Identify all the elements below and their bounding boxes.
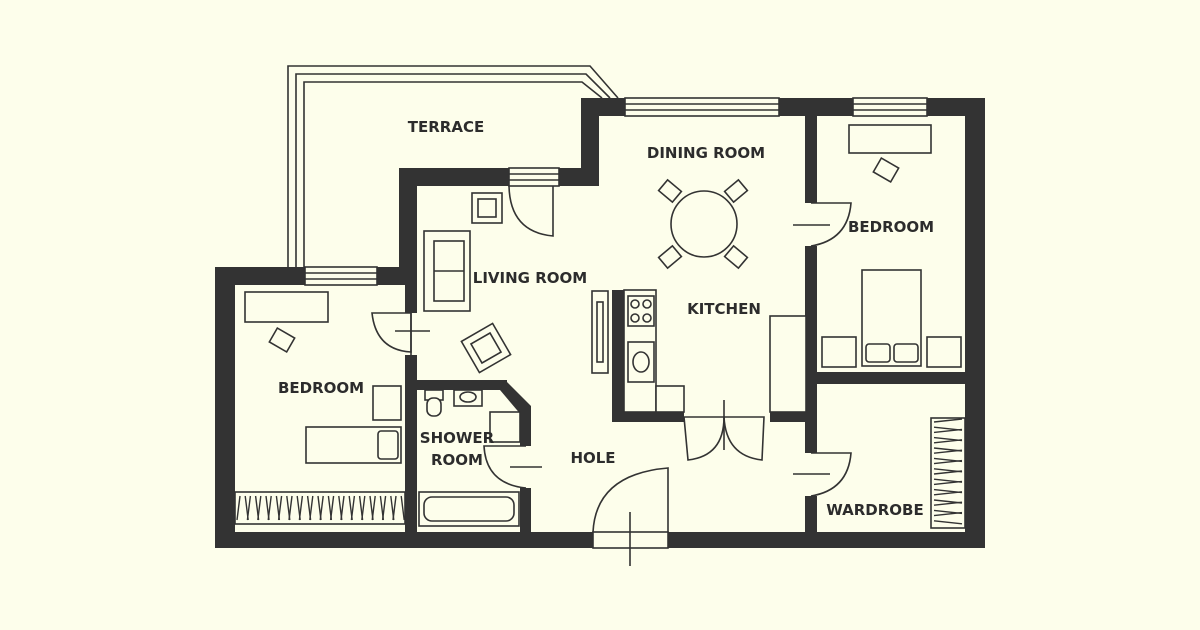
hatch-line: [933, 470, 963, 475]
left-wardrobe-hatching: [236, 495, 405, 521]
terrace-label: TERRACE: [408, 118, 484, 136]
doors: [371, 185, 852, 566]
left-bedroom-furniture: [234, 291, 406, 525]
right-wardrobe-hatching: [933, 418, 963, 525]
hatch-line: [246, 495, 252, 521]
hatch-line: [400, 495, 405, 521]
hatch-line: [277, 495, 283, 521]
hatch-line: [933, 491, 963, 496]
shower-room-label-line1: SHOWER: [420, 429, 495, 447]
hatch-line: [298, 495, 304, 521]
hatch-line: [933, 511, 963, 517]
hatch-line: [371, 495, 376, 521]
kitchen-label: KITCHEN: [687, 300, 761, 318]
dining-room-label: DINING ROOM: [647, 144, 765, 162]
shower-room-fixtures: [418, 389, 521, 527]
hatch-line: [933, 501, 963, 506]
hatch-line: [288, 495, 293, 521]
windows: [304, 97, 928, 549]
hatch-line: [933, 459, 963, 465]
hatch-line: [350, 495, 356, 521]
hatch-line: [319, 495, 324, 521]
hatch-line: [933, 480, 963, 486]
hole-label: HOLE: [570, 449, 615, 467]
living-room-furniture: [423, 192, 609, 374]
hatch-line: [267, 495, 272, 521]
hatch-line: [933, 520, 963, 525]
hatch-line: [933, 439, 963, 444]
left-bedroom-label: BEDROOM: [278, 379, 364, 397]
living-room-label: LIVING ROOM: [473, 269, 587, 287]
hatch-line: [309, 495, 314, 521]
hatch-line: [340, 495, 345, 521]
hatch-line: [392, 495, 397, 521]
hatch-line: [933, 418, 963, 423]
hatch-line: [381, 495, 387, 521]
kitchen-furniture: [623, 289, 807, 413]
walls: [215, 98, 985, 548]
hatch-line: [933, 428, 963, 434]
hatch-line: [329, 495, 335, 521]
terrace-railing: [287, 65, 619, 268]
hatch-line: [236, 495, 241, 521]
hatch-line: [361, 495, 366, 521]
hatch-line: [257, 495, 262, 521]
dining-table: [657, 178, 749, 270]
shower-room-label-line2: ROOM: [431, 451, 483, 469]
wardrobe-label: WARDROBE: [826, 501, 923, 519]
right-bedroom-label: BEDROOM: [848, 218, 934, 236]
right-bedroom-furniture: [821, 124, 962, 368]
hatch-line: [933, 449, 963, 454]
